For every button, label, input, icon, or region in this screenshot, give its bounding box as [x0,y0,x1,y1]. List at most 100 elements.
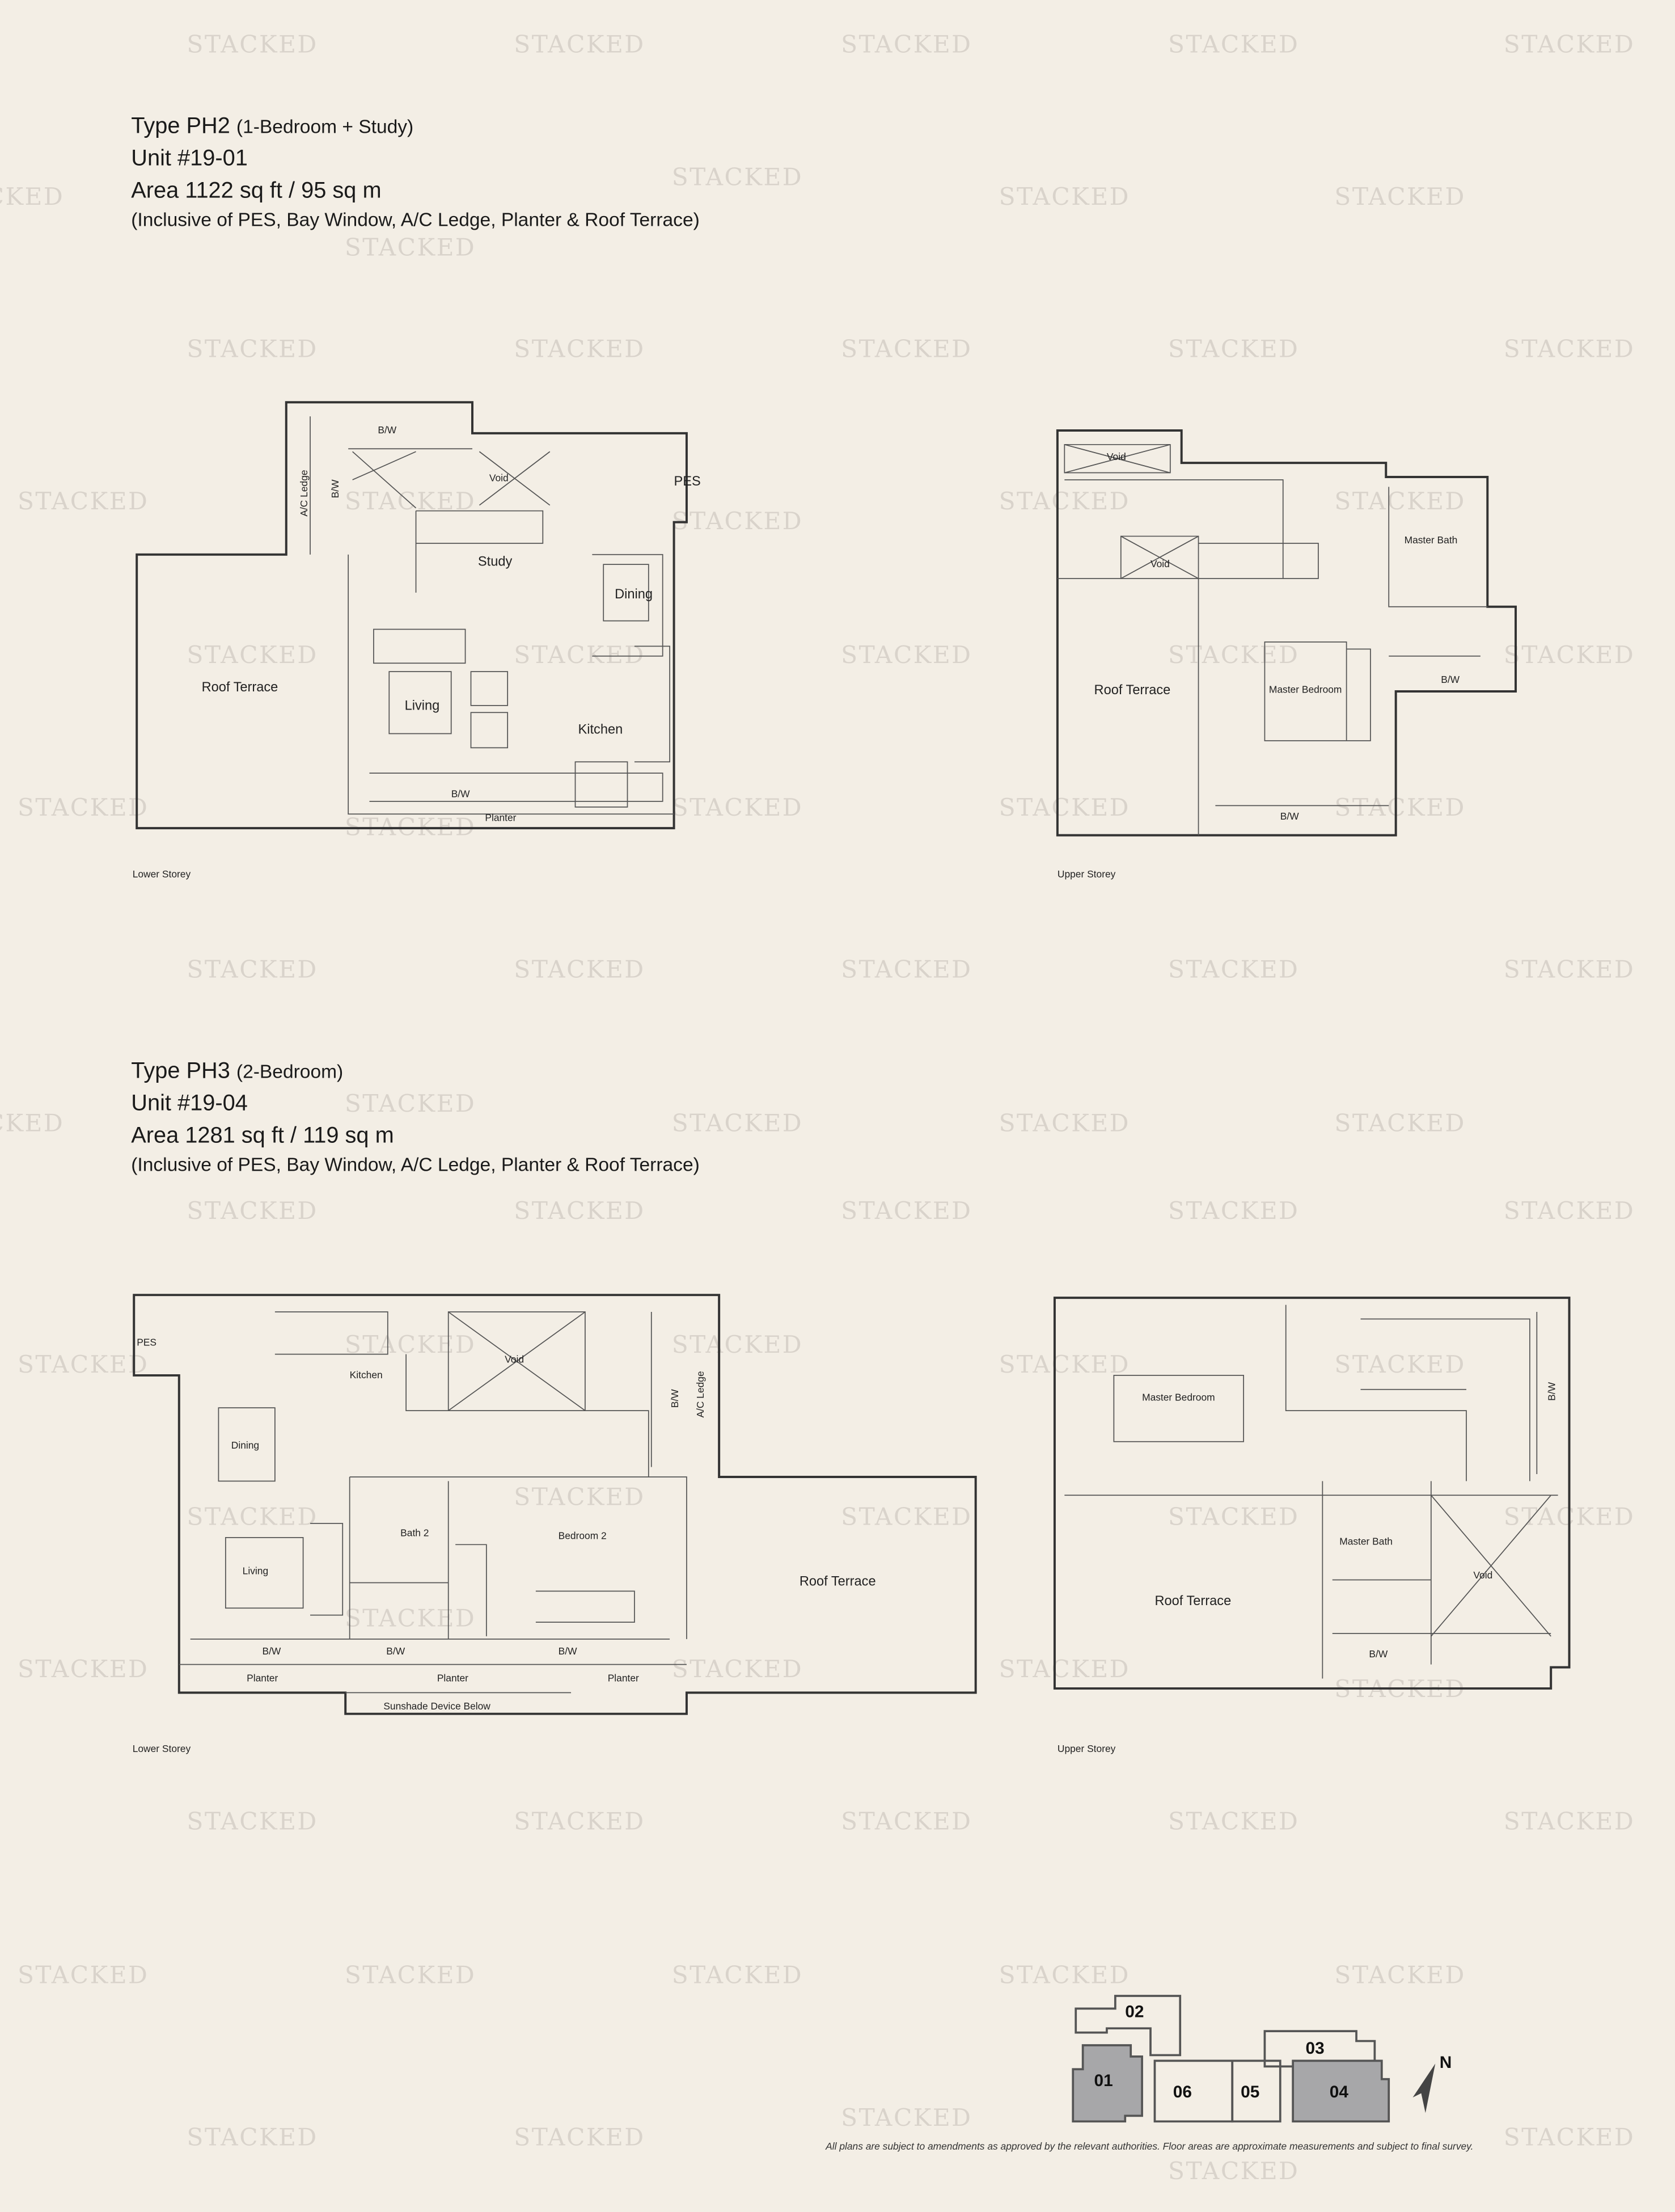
room-label: A/C Ledge [695,1371,706,1417]
watermark-text: STACKED [999,183,1130,210]
watermark-text: STACKED [514,1197,645,1225]
key-unit-label: 06 [1173,2083,1192,2101]
watermark-text: STACKED [1334,487,1465,515]
watermark-text: STACKED [1334,1109,1465,1137]
watermark-text: STACKED [345,813,476,841]
ph3-upper-plan: Master Bedroom B/W Master Bath Void Roof… [1053,1297,1571,1754]
watermark-text: STACKED [1168,1197,1299,1225]
ph3-inclusive: (Inclusive of PES, Bay Window, A/C Ledge… [131,1154,700,1175]
key-plan: 02 03 01 06 05 04 [1072,1995,1390,2123]
room-label: Master Bedroom [1142,1392,1215,1403]
watermark-text: STACKED [514,641,645,669]
ph3-type: Type PH3 [131,1058,230,1083]
key-unit-label: 02 [1125,2002,1144,2021]
watermark-text: STACKED [18,1961,149,1989]
ph3-heading: Type PH3 (2-Bedroom) Unit #19-04 Area 12… [131,1058,700,1175]
room-label: Bedroom 2 [559,1530,607,1541]
watermark-text: STACKED [672,1655,803,1683]
plan-caption: Upper Storey [1058,868,1116,880]
ph2-type: Type PH2 [131,113,230,138]
watermark-text: STACKED [187,641,318,669]
room-label: Roof Terrace [202,680,278,695]
room-label: B/W [559,1645,577,1657]
watermark-text: STACKED [1168,31,1299,58]
disclaimer: All plans are subject to amendments as a… [825,2141,1473,2152]
key-unit-label: 01 [1094,2071,1113,2090]
ph2-unit: Unit #19-01 [131,145,248,170]
room-label: Void [489,472,509,483]
watermark-text: STACKED [187,31,318,58]
watermark-text: STACKED [1168,1503,1299,1531]
ph3-area: Area 1281 sq ft / 119 sq m [131,1123,394,1148]
plan-caption: Upper Storey [1058,1743,1116,1754]
watermark-text: STACKED [514,335,645,363]
north-label: N [1440,2053,1452,2072]
watermark-text: STACKED [1504,1808,1635,1835]
key-unit-03 [1263,2030,1376,2068]
room-label: B/W [1441,674,1460,685]
watermark-text: STACKED [1168,2157,1299,2185]
room-label: Planter [485,812,516,824]
watermark-text: STACKED [1168,1808,1299,1835]
watermark-text: STACKED [1168,335,1299,363]
watermark-text: STACKED [1504,641,1635,669]
watermark-text: STACKED [514,956,645,983]
watermark-text: STACKED [187,1808,318,1835]
room-label: B/W [1369,1648,1388,1660]
room-label: B/W [378,424,396,436]
watermark-text: STACKED [1504,31,1635,58]
watermark-text: STACKED [1504,956,1635,983]
plan-caption: Lower Storey [133,868,191,880]
key-unit-label: 05 [1241,2083,1259,2101]
ph3-lower-plan: PES Kitchen Void B/W A/C Ledge Dining Ba… [133,1294,977,1754]
svg-text:Type PH2 (1-Bedroom + Study): Type PH2 (1-Bedroom + Study) [131,113,413,138]
room-label: Master Bedroom [1269,683,1342,695]
room-label: Study [478,555,513,569]
watermark-text: STACKED [1334,183,1465,210]
room-label: B/W [386,1645,405,1657]
room-label: Bath 2 [400,1527,429,1538]
room-label: Roof Terrace [800,1574,876,1589]
watermark-text: STACKED [999,1961,1130,1989]
north-arrow-icon: N [1412,2053,1452,2113]
watermark-text: STACKED [345,1090,476,1117]
watermark-text: STACKED [18,793,149,821]
room-label: Roof Terrace [1154,1594,1231,1609]
room-label: Void [1473,1569,1492,1581]
room-label: Void [505,1354,524,1365]
ph2-area: Area 1122 sq ft / 95 sq m [131,178,381,203]
room-label: Void [1150,558,1170,569]
room-label: Dining [615,587,653,602]
room-label: Planter [437,1673,468,1684]
ph2-lower-plan: B/W A/C Ledge B/W Void PES Study Dining … [133,401,701,880]
watermark-text: STACKED [187,956,318,983]
watermark-text: STACKED [672,1331,803,1358]
watermark-text: STACKED [672,1109,803,1137]
room-label: B/W [1546,1382,1558,1400]
watermark-text: STACKED [1334,793,1465,821]
watermark-text: STACKED [187,2124,318,2151]
key-unit-04 [1292,2059,1390,2123]
watermark-text: STACKED [1504,335,1635,363]
watermark-text: STACKED [999,1655,1130,1683]
ph3-unit: Unit #19-04 [131,1090,248,1115]
room-label: B/W [262,1645,281,1657]
watermark-text: STACKED [841,2104,972,2131]
svg-text:Type PH3 (2-Bedroom): Type PH3 (2-Bedroom) [131,1058,343,1083]
watermark-text: STACKED [841,1503,972,1531]
watermark-text: STACKED [1504,1197,1635,1225]
watermark-text: STACKED [18,1655,149,1683]
watermark-text: STACKED [841,335,972,363]
room-label: Roof Terrace [1094,683,1171,698]
watermark-text: STACKED [841,956,972,983]
key-unit-label: 03 [1306,2039,1325,2058]
ph3-subtype: (2-Bedroom) [236,1061,343,1082]
room-label: Planter [608,1673,639,1684]
room-label: Master Bath [1339,1535,1393,1547]
watermark-text: STACKED [1334,1350,1465,1378]
key-unit-02 [1075,1995,1182,2057]
watermark-text: STACKED [1168,956,1299,983]
watermark-text: STACKED [0,183,64,210]
room-label: B/W [451,788,470,799]
watermark-text: STACKED [672,1961,803,1989]
